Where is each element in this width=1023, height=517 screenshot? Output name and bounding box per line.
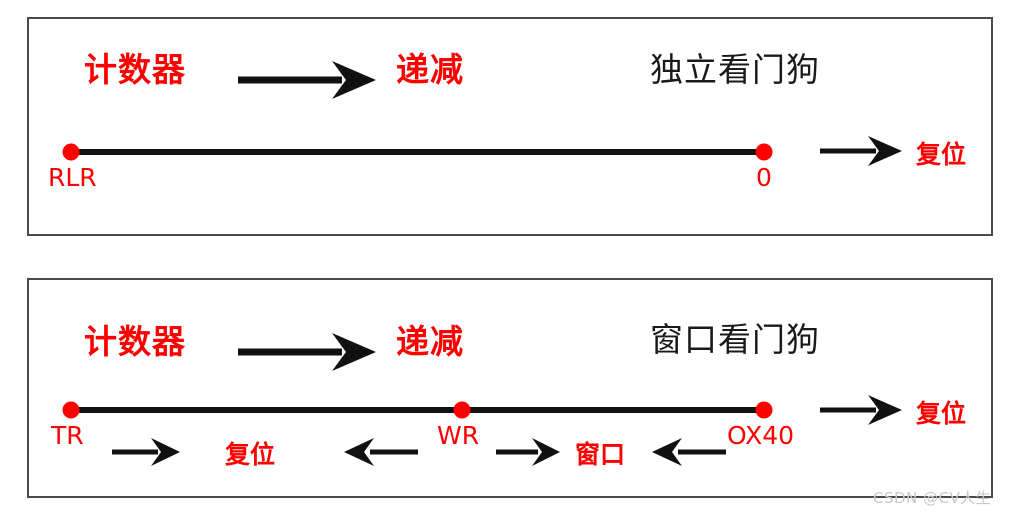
arrow-left-icon-segment-window-wwdg [652,438,726,466]
decrement-label-iwdg: 递减 [396,50,464,89]
segment-label-window-wwdg: 窗口 [575,440,626,469]
panel-title-iwdg: 独立看门狗 [650,50,820,89]
arrow-left-icon-segment-reset-wwdg [344,438,418,466]
timeline-marker-wr [453,401,471,419]
watermark: CSDN @CV人生 [873,489,992,507]
counter-label-wwdg: 计数器 [84,322,186,361]
arrow-right-icon-outcome-iwdg [820,136,902,166]
decrement-label-wwdg: 递减 [396,322,464,361]
panel-title-wwdg: 窗口看门狗 [650,320,820,359]
timeline-marker-zero [755,143,773,161]
timeline-marker-ox40 [755,401,773,419]
timeline-start-label-iwdg: RLR [48,163,97,192]
timeline-marker-tr [62,401,80,419]
arrow-right-icon-headline-wwdg [238,333,376,371]
timeline-start-label-wwdg: TR [51,421,84,450]
arrow-right-icon-headline-iwdg [238,61,376,99]
panel-independent-watchdog [27,17,993,236]
timeline-end-label-iwdg: 0 [756,163,772,192]
timeline-mid-label-wwdg: WR [437,421,480,450]
outcome-label-iwdg: 复位 [916,140,967,169]
outcome-label-wwdg: 复位 [916,399,967,428]
segment-label-reset-wwdg: 复位 [225,440,276,469]
counter-label-iwdg: 计数器 [84,50,186,89]
timeline-wwdg [62,401,773,419]
timeline-end-label-wwdg: OX40 [727,421,795,450]
panel-window-watchdog [27,278,993,498]
timeline-marker-rlr [62,143,80,161]
arrow-right-icon-segment-window-wwdg [496,438,560,466]
arrow-right-icon-segment-reset-wwdg [112,438,180,466]
arrow-right-icon-outcome-wwdg [820,395,902,425]
timeline-iwdg [62,143,773,161]
